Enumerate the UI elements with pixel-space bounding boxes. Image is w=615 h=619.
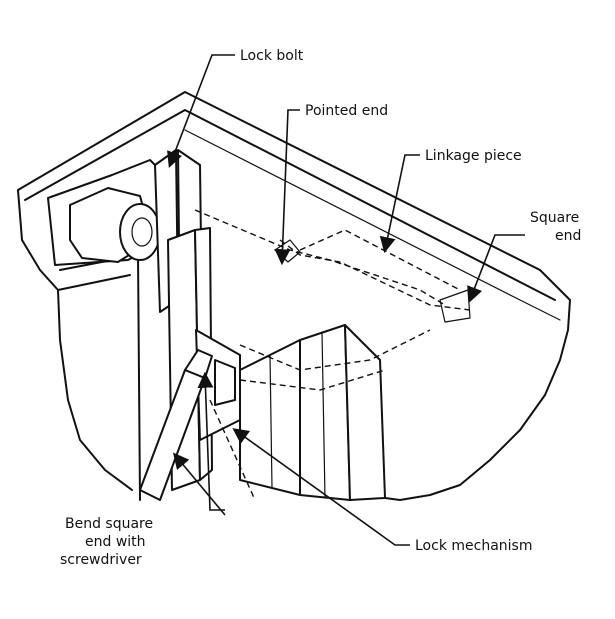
label-square-end-line2: end bbox=[555, 228, 581, 244]
label-pointed-end: Pointed end bbox=[305, 103, 388, 119]
label-bend-line2: end with bbox=[85, 534, 146, 550]
lock-mechanism-housing bbox=[239, 324, 386, 501]
label-lock-bolt: Lock bolt bbox=[240, 48, 304, 64]
label-square-end-line1: Square bbox=[530, 210, 579, 226]
label-linkage-piece: Linkage piece bbox=[425, 148, 522, 164]
leader-lines bbox=[167, 54, 525, 546]
label-bend-line3: screwdriver bbox=[60, 552, 142, 568]
hidden-linkage bbox=[194, 209, 471, 501]
label-bend-line1: Bend square bbox=[65, 516, 153, 532]
label-lock-mechanism: Lock mechanism bbox=[415, 538, 532, 554]
